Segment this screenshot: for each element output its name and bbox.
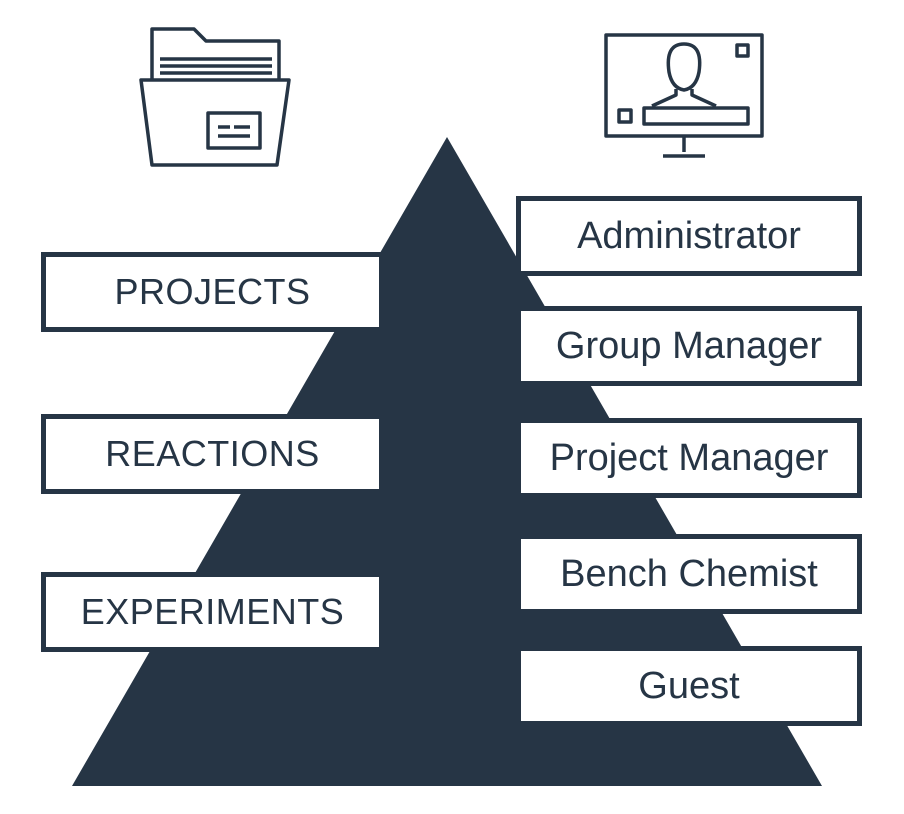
user-monitor-icon [604, 33, 764, 158]
role-project-manager: Project Manager [516, 418, 862, 498]
role-label: Administrator [577, 214, 801, 257]
role-label: Project Manager [549, 436, 829, 479]
role-label: Group Manager [555, 324, 823, 367]
data-level-experiments: EXPERIMENTS [41, 572, 384, 652]
data-level-projects: PROJECTS [41, 252, 384, 332]
role-guest: Guest [516, 646, 862, 726]
role-group-manager: Group Manager [516, 306, 862, 386]
role-bench-chemist: Bench Chemist [516, 534, 862, 614]
role-label: Bench Chemist [560, 552, 818, 595]
data-level-label: EXPERIMENTS [80, 591, 345, 632]
role-administrator: Administrator [516, 196, 862, 276]
data-level-label: REACTIONS [105, 433, 320, 474]
role-label: Guest [638, 664, 740, 707]
data-level-reactions: REACTIONS [41, 414, 384, 494]
file-folder-icon [139, 27, 291, 167]
data-level-label: PROJECTS [114, 271, 311, 312]
